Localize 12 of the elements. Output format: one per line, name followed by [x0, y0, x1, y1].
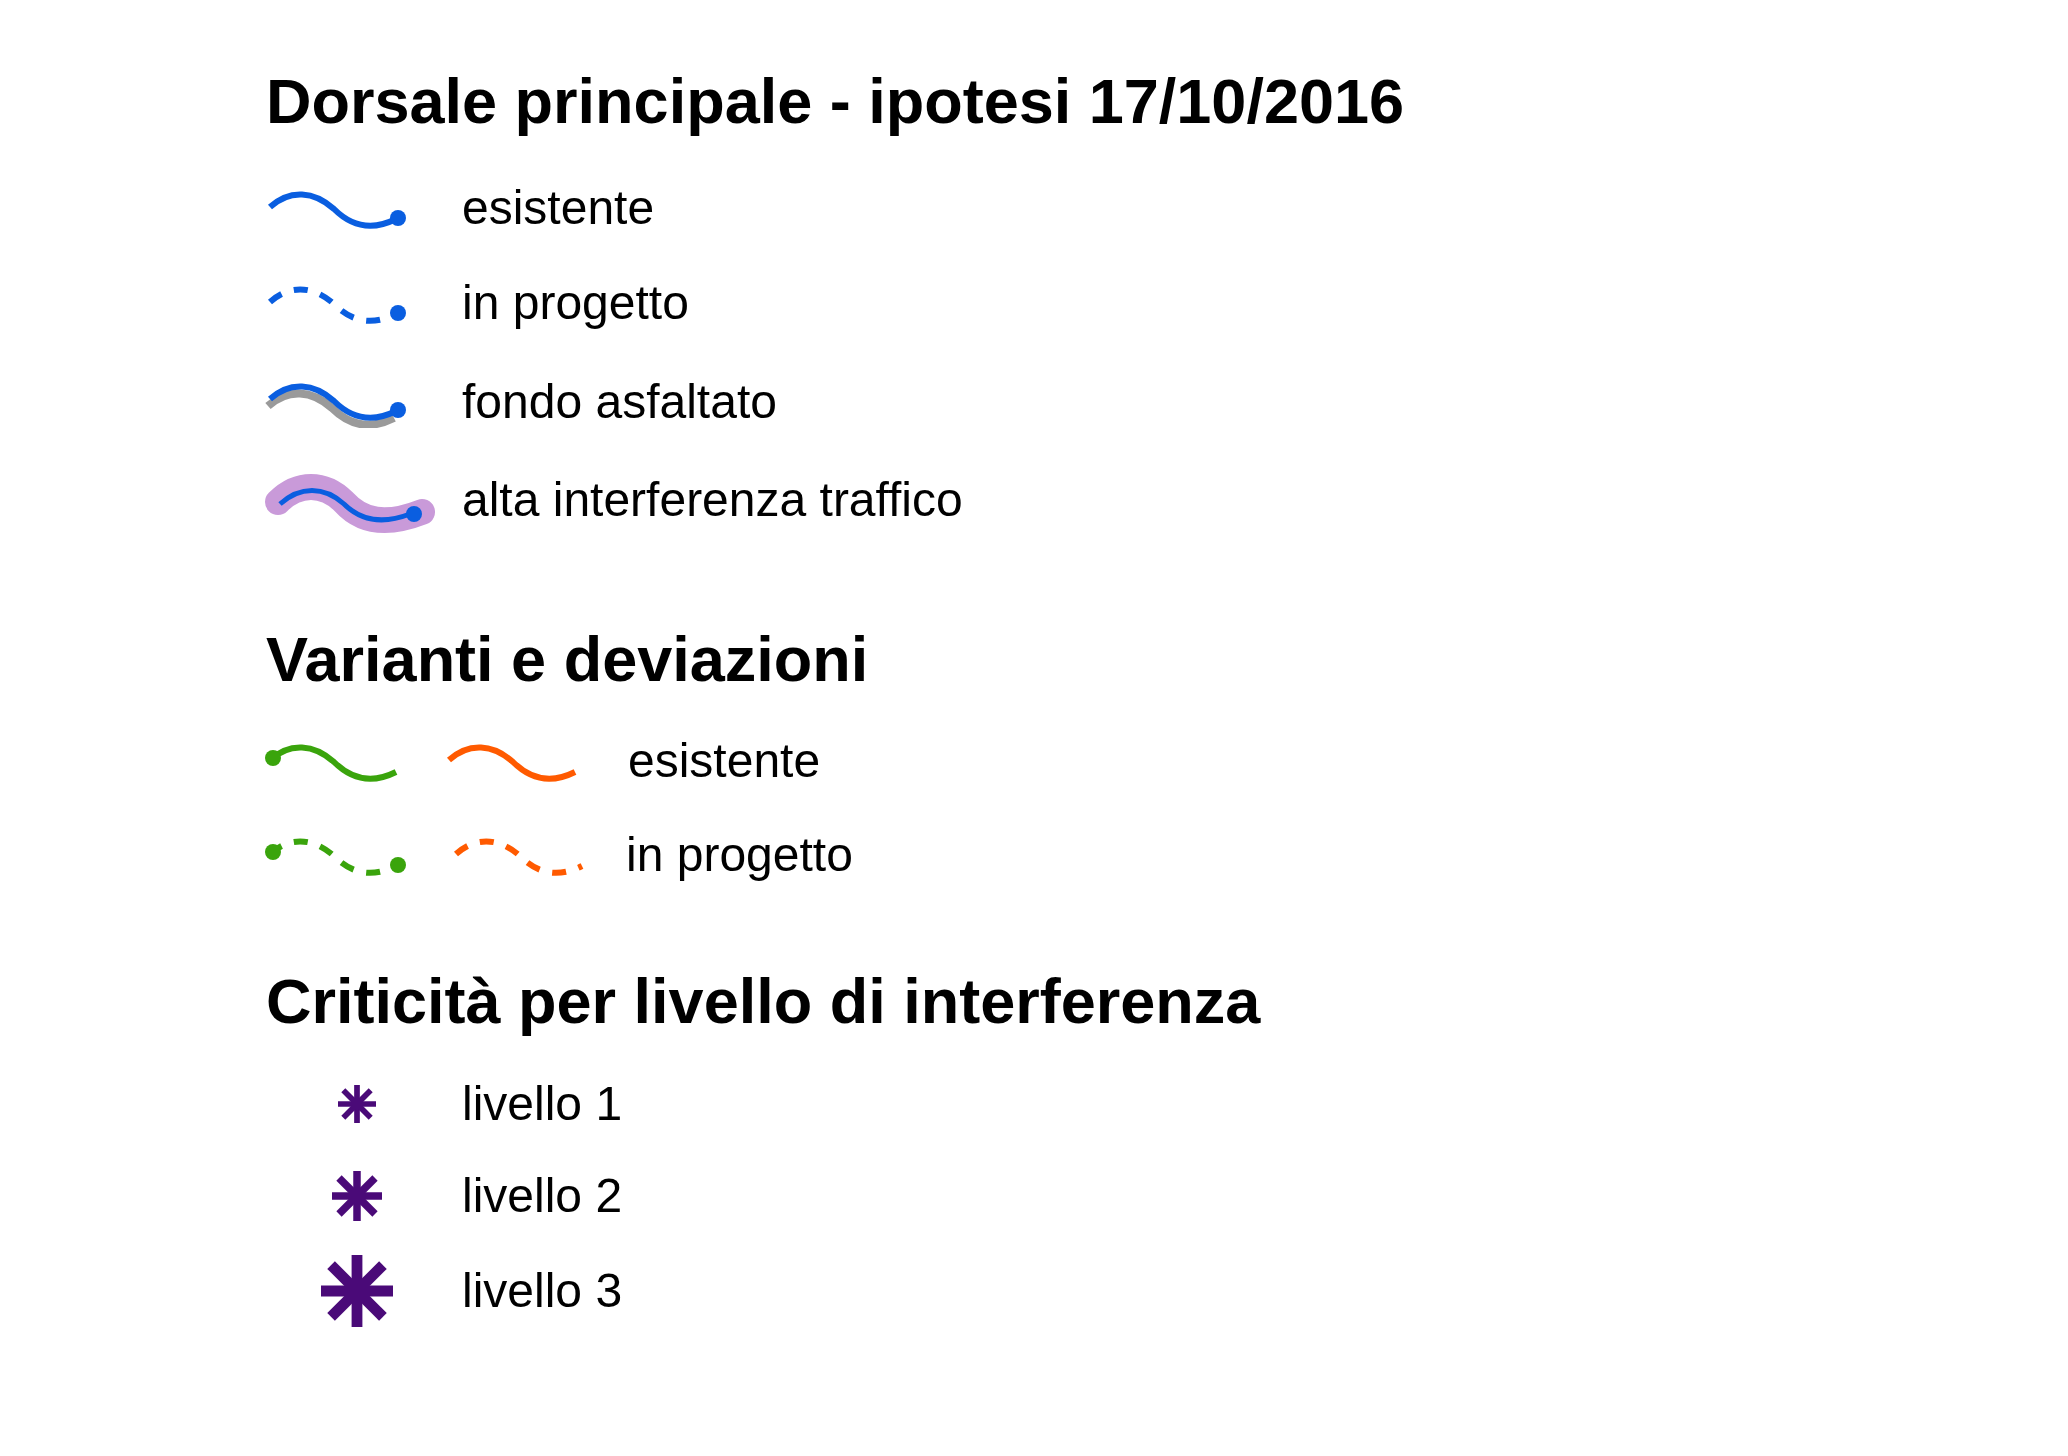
legend-label: in progetto: [462, 275, 689, 331]
legend-label: livello 3: [462, 1263, 623, 1319]
legend-label: livello 1: [462, 1076, 623, 1132]
section-heading: Criticità per livello di interferenza: [266, 965, 1261, 1037]
legend-label: esistente: [628, 733, 821, 789]
section-heading: Varianti e deviazioni: [266, 623, 869, 695]
legend-label: livello 2: [462, 1168, 623, 1224]
legend-label: esistente: [462, 180, 655, 236]
legend-label: in progetto: [626, 827, 853, 883]
legend-label: alta interferenza traffico: [462, 472, 963, 528]
legend-label: fondo asfaltato: [462, 374, 777, 430]
section-heading: Dorsale principale - ipotesi 17/10/2016: [266, 65, 1405, 137]
